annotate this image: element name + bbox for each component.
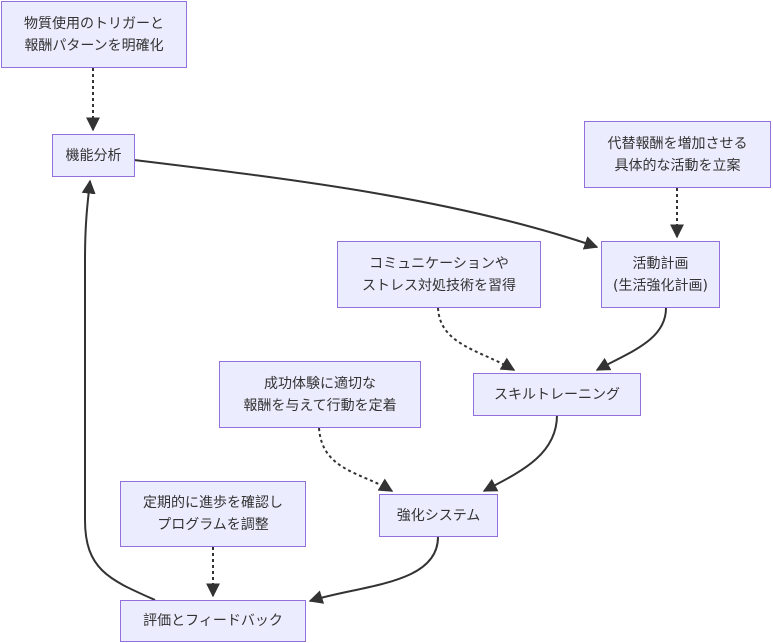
node-label-line: 強化システム	[396, 507, 481, 524]
node-label-line: スキルトレーニング	[494, 386, 620, 403]
node-label-line: 代替報酬を増加させる	[607, 135, 748, 152]
node-label-line: 定期的に進歩を確認し	[143, 495, 283, 511]
node-label-line: 機能分析	[65, 147, 122, 164]
node-skills-description[interactable]: コミュニケーションや ストレス対処技術を習得	[337, 241, 541, 308]
node-label-line: コミュニケーションや	[369, 255, 509, 272]
node-label-line: 評価とフィードバック	[143, 613, 283, 629]
node-review-description[interactable]: 定期的に進歩を確認し プログラムを調整	[120, 481, 306, 547]
node-functional-analysis[interactable]: 機能分析	[52, 134, 135, 177]
edge-skills-desc-to-skill-training	[437, 307, 516, 371]
node-activity-plan[interactable]: 活動計画 (生活強化計画)	[601, 241, 720, 308]
node-evaluation-feedback[interactable]: 評価とフィードバック	[120, 600, 306, 642]
edge-reinforce-desc-to-reinforcement	[318, 427, 394, 492]
node-label-line: プログラムを調整	[157, 517, 269, 533]
node-reinforcement-system[interactable]: 強化システム	[379, 494, 498, 537]
node-label-line: (生活強化計画)	[613, 277, 708, 294]
edge-activity-plan-to-skill-training	[595, 307, 667, 371]
node-identify-triggers[interactable]: 物質使用のトリガーと 報酬パターンを明確化	[1, 1, 187, 68]
node-label-line: 物質使用のトリガーと	[24, 15, 164, 32]
node-label-line: ストレス対処技術を習得	[362, 277, 516, 294]
node-label-line: 具体的な活動を立案	[614, 157, 741, 174]
edge-skill-training-to-reinforcement	[482, 414, 558, 492]
edge-feedback-to-analysis	[81, 179, 156, 601]
node-label-line: 成功体験に適切な	[264, 375, 376, 392]
edge-reinforcement-to-feedback	[308, 536, 439, 604]
node-label-line: 報酬を与えて行動を定着	[243, 397, 397, 414]
node-label-line: 活動計画	[632, 255, 689, 272]
node-label-line: 報酬パターンを明確化	[24, 37, 164, 54]
edge-analysis-to-activity-plan	[133, 159, 599, 250]
node-reinforcement-description[interactable]: 成功体験に適切な 報酬を与えて行動を定着	[219, 361, 421, 428]
node-skill-training[interactable]: スキルトレーニング	[473, 373, 641, 416]
node-alternative-reward[interactable]: 代替報酬を増加させる 具体的な活動を立案	[584, 121, 771, 188]
